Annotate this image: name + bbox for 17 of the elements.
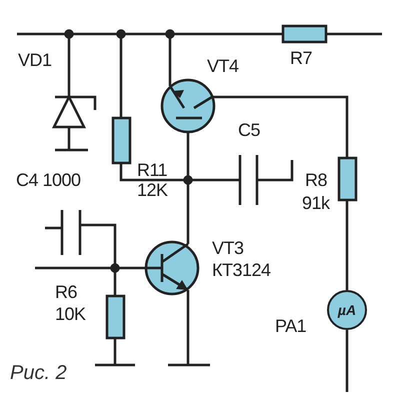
part-label: 10K xyxy=(55,304,86,324)
meter-unit: µA xyxy=(338,302,356,318)
part-label: R7 xyxy=(290,48,312,68)
figure-caption: Рис. 2 xyxy=(10,362,67,385)
part-label: R6 xyxy=(55,282,78,302)
part-label: VT4 xyxy=(207,56,239,76)
part-label: C5 xyxy=(238,120,260,140)
part-label: КТ3124 xyxy=(212,260,271,280)
part-label: C4 1000 xyxy=(16,170,81,190)
part-label: R8 xyxy=(305,170,328,190)
part-label: VT3 xyxy=(212,238,244,258)
part-label: VD1 xyxy=(18,50,52,70)
part-label: PA1 xyxy=(275,316,306,336)
part-label: 12K xyxy=(137,180,168,200)
meter-symbol xyxy=(327,290,367,330)
part-label: R11 xyxy=(137,160,168,180)
part-label: 91k xyxy=(302,193,330,213)
